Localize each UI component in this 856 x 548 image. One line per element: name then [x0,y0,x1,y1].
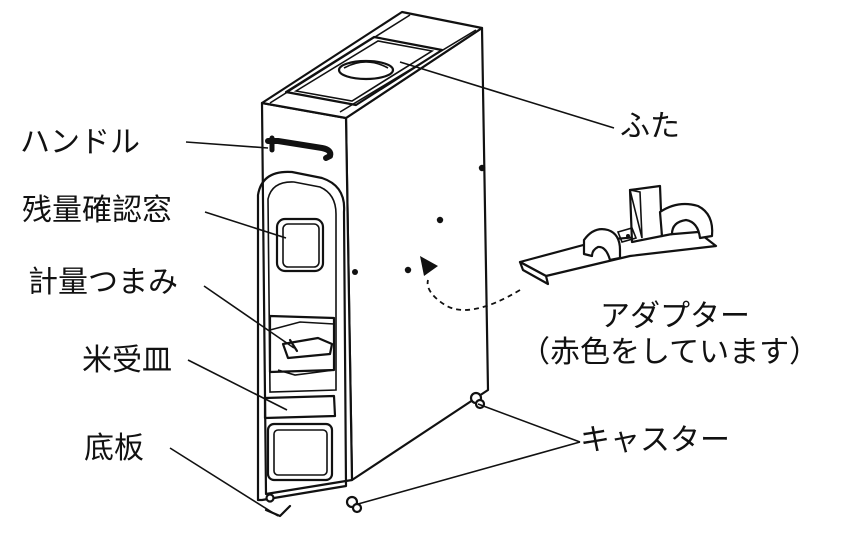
insertion-arrow [420,256,521,311]
lid [284,35,444,107]
label-remaining-window: 残量確認窓 [22,193,172,228]
label-adapter-note: （赤色をしています） [520,335,820,370]
side-screw-dots [352,164,486,275]
label-lid: ふた [620,109,680,144]
rice-tray [263,394,337,420]
label-casters: キャスター [580,423,730,458]
dispenser-body [260,10,490,496]
label-measuring-knob: 計量つまみ [28,265,178,300]
adapter-drawing [518,184,718,286]
label-bottom-plate: 底板 [84,431,144,466]
handle [265,135,334,161]
label-rice-tray: 米受皿 [82,343,172,378]
remaining-window [275,217,325,273]
label-adapter: アダプター [600,299,750,334]
casters [265,391,486,514]
leader-lines [169,61,615,518]
measuring-knob [268,314,336,376]
front-panel [256,170,348,502]
bottom-plate [266,422,334,482]
label-handle: ハンドル [20,125,140,160]
